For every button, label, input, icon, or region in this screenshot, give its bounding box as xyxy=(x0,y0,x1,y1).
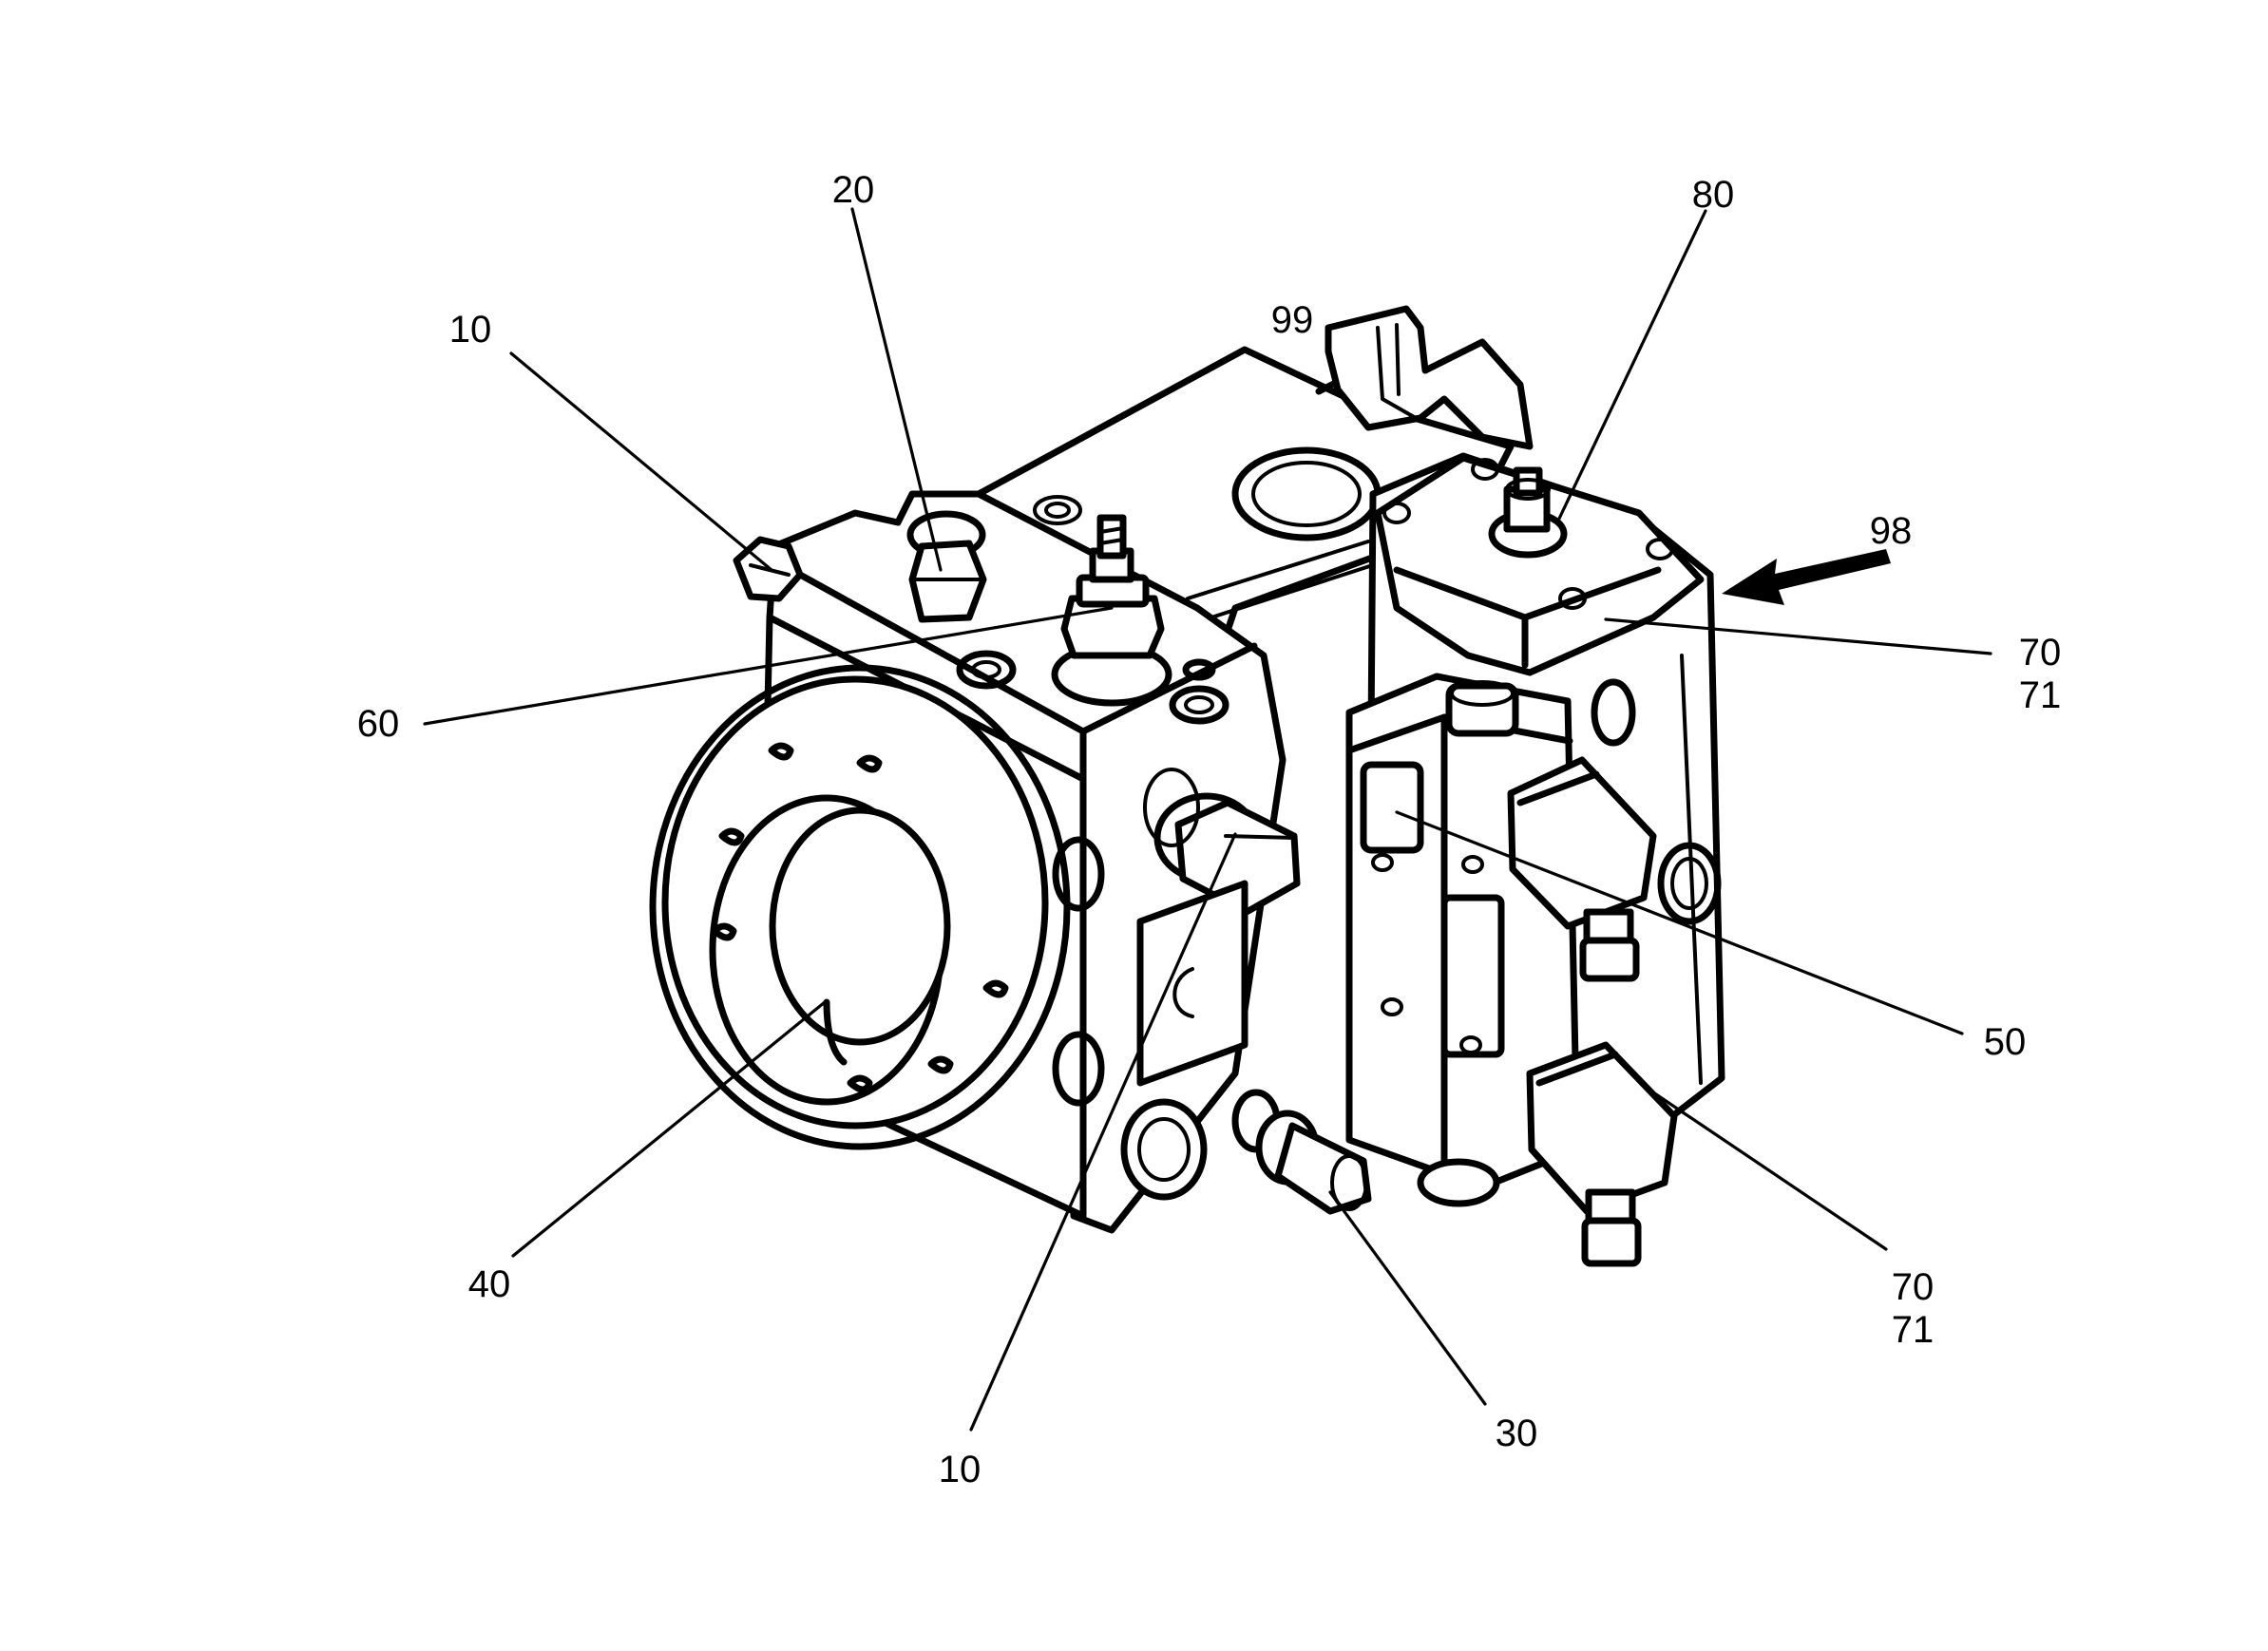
leader-30 xyxy=(1328,1190,1487,1406)
callout-80: 80 xyxy=(1692,174,1735,216)
callout-10-bottom: 10 xyxy=(939,1449,982,1490)
leader-70-top xyxy=(1604,617,1992,655)
drive-flange xyxy=(649,664,1071,1150)
lifting-bracket xyxy=(1325,305,1534,450)
leader-20 xyxy=(850,207,943,572)
leader-60 xyxy=(423,606,1114,726)
leader-70-bot xyxy=(1651,1091,1888,1251)
callout-30: 30 xyxy=(1496,1413,1538,1454)
callout-99: 99 xyxy=(1271,299,1314,341)
callout-70-bottom: 70 xyxy=(1892,1266,1934,1308)
callout-50: 50 xyxy=(1984,1021,2027,1063)
pump-illustration xyxy=(649,305,1891,1267)
callout-20: 20 xyxy=(832,169,875,211)
leader-50 xyxy=(1395,810,1964,1035)
leader-lines xyxy=(423,207,1992,1432)
callout-71-bottom: 71 xyxy=(1892,1309,1934,1351)
leader-10-bot xyxy=(969,832,1237,1432)
solenoid-valve xyxy=(1345,673,1678,1267)
direction-arrow xyxy=(1722,549,1891,605)
drain-fitting xyxy=(1231,1089,1372,1215)
leader-80 xyxy=(1556,209,1707,522)
callout-98: 98 xyxy=(1870,510,1913,552)
callout-70-top: 70 xyxy=(2019,632,2062,674)
callout-40: 40 xyxy=(468,1263,511,1305)
leader-10-top xyxy=(509,351,773,572)
callout-71-top: 71 xyxy=(2019,674,2062,716)
callout-60: 60 xyxy=(357,703,400,745)
callout-labels: 10 20 99 80 98 70 71 60 50 40 10 30 70 7… xyxy=(357,169,2062,1490)
callout-10-top: 10 xyxy=(449,309,492,351)
leader-40 xyxy=(511,1000,827,1258)
